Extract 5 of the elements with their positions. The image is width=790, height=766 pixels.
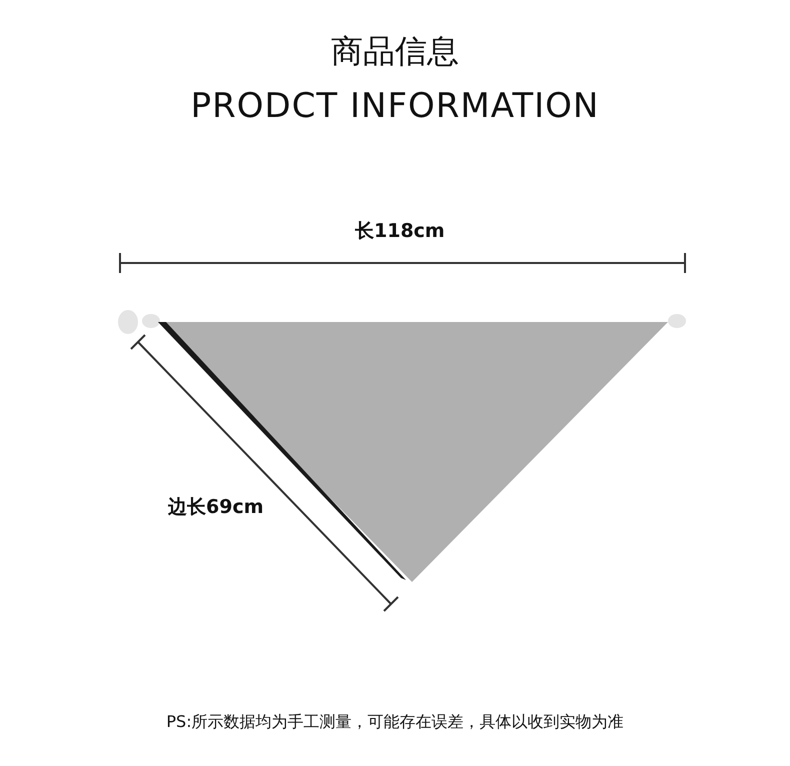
dimension-label: 长118cm — [355, 219, 445, 244]
dimension-label: 边长69cm — [168, 495, 264, 520]
note: PS:所示数据均为手工测量，可能存在误差，具体以收到实物为准 — [165, 712, 625, 733]
heading: PRODCT INFORMATION — [190, 86, 600, 126]
title: 商品信息 — [330, 31, 460, 72]
